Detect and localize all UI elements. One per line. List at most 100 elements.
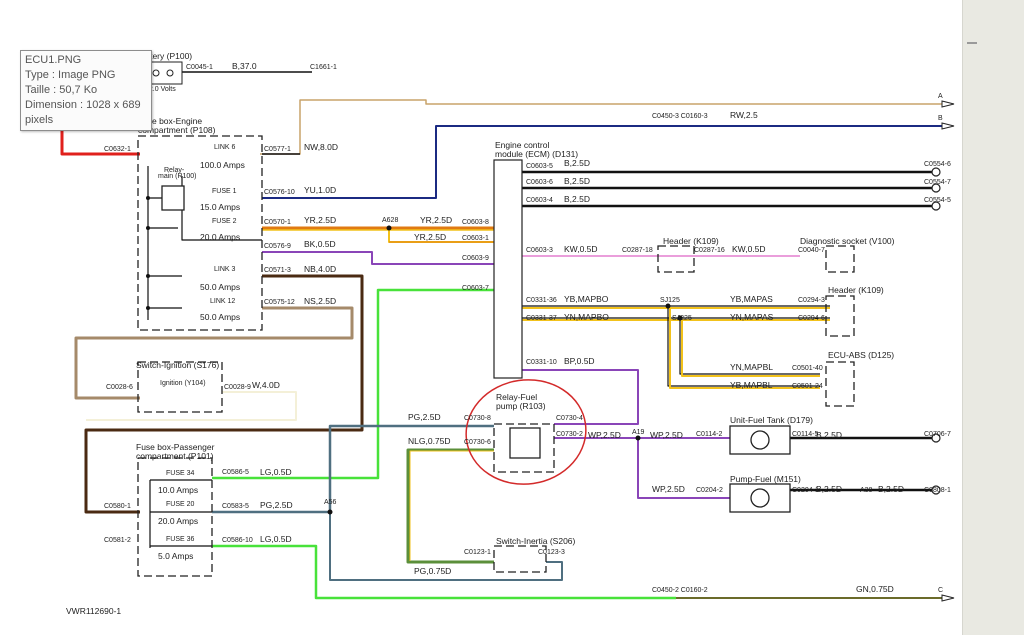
label-c0114-5: C0114-5 — [792, 431, 818, 438]
label-yn-mapbo: YN,MAPBO — [564, 312, 609, 322]
label-fuse34-a: 10.0 Amps — [158, 485, 198, 495]
label-gn-075: GN,0.75D — [856, 584, 894, 594]
label-c0603-4: C0603-4 — [526, 197, 553, 204]
label-link6-a: 100.0 Amps — [200, 160, 245, 170]
label-fuse20-a: 20.0 Amps — [158, 516, 198, 526]
wire-pg075 — [329, 512, 563, 581]
label-c0808-1: C0808-1 — [924, 487, 951, 494]
label-c0204-2: C0204-2 — [696, 487, 723, 494]
label-out-b: B — [938, 115, 943, 122]
wire-yu — [262, 125, 945, 199]
label-c0028-6: C0028-6 — [106, 384, 133, 391]
label-c0554-6: C0554-6 — [924, 161, 951, 168]
label-fuse1-a: 15.0 Amps — [200, 202, 240, 212]
label-b-25e: B,2.5D — [816, 484, 842, 494]
wire-nlg-yel — [409, 450, 494, 561]
wire-nb — [84, 274, 364, 514]
label-diag-socket: Diagnostic socket (V100) — [800, 236, 895, 246]
label-link12-a: 50.0 Amps — [200, 312, 240, 322]
label-c0554-7: C0554-7 — [924, 179, 951, 186]
label-c0586-10: C0586-10 — [222, 537, 253, 544]
label-c1661-1: C1661-1 — [310, 64, 337, 71]
label-fuse1: FUSE 1 — [212, 188, 237, 195]
wire-nlg — [406, 448, 494, 564]
label-kw-05b: KW,0.5D — [732, 244, 766, 254]
label-link12: LINK 12 — [210, 298, 235, 305]
label-c0576-10: C0576-10 — [264, 189, 295, 196]
wire-w — [86, 391, 297, 421]
label-ecm-2: module (ECM) (D131) — [495, 149, 578, 159]
label-out-c: C — [938, 587, 943, 594]
label-ignition-sub: Ignition (Y104) — [160, 380, 206, 387]
label-pg-075: PG,0.75D — [414, 566, 451, 576]
label-c0577-1: C0577-1 — [264, 146, 291, 153]
label-relay-main-2: main (R100) — [158, 173, 197, 180]
wire-red — [60, 128, 140, 156]
label-c0603-5: C0603-5 — [526, 163, 553, 170]
label-a38: A38 — [860, 487, 873, 494]
label-rw-25: RW,2.5 — [730, 110, 758, 120]
label-yr-25b: YR,2.5D — [420, 215, 452, 225]
tooltip-size: Taille : 50,7 Ko — [25, 84, 98, 96]
label-c0501-24: C0501-24 — [792, 383, 823, 390]
label-nlg-075: NLG,0.75D — [408, 436, 451, 446]
label-c0450-2-c0160-2: C0450-2 C0160-2 — [652, 587, 708, 594]
label-yn-mapbl: YN,MAPBL — [730, 362, 773, 372]
label-fuse34: FUSE 34 — [166, 470, 195, 477]
label-link3-a: 50.0 Amps — [200, 282, 240, 292]
label-a628: A628 — [382, 217, 398, 224]
tooltip-dimension-unit: pixels — [25, 114, 54, 126]
label-b-25a: B,2.5D — [564, 158, 590, 168]
label-yb-mapbl: YB,MAPBL — [730, 380, 773, 390]
label-wp-25c: WP,2.5D — [652, 484, 685, 494]
label-battery: attery (P100) — [143, 51, 192, 61]
wire-wp — [554, 437, 730, 499]
label-c0028-9: C0028-9 — [224, 384, 251, 391]
label-c0730-4: C0730-4 — [556, 415, 583, 422]
label-yb-mapas: YB,MAPAS — [730, 294, 773, 304]
label-b-25b: B,2.5D — [564, 176, 590, 186]
label-c0583-5: C0583-5 — [222, 503, 249, 510]
tooltip-dimension: Dimension : 1028 x 689 — [25, 99, 141, 111]
label-switch-ignition: Switch-Ignition (S176) — [136, 360, 219, 370]
label-fuse2: FUSE 2 — [212, 218, 237, 225]
label-yn-mapas: YN,MAPAS — [730, 312, 774, 322]
label-c0603-6: C0603-6 — [526, 179, 553, 186]
label-b-37: B,37.0 — [232, 61, 257, 71]
wire-bk — [262, 251, 494, 265]
label-c0294-3: C0294-3 — [798, 297, 825, 304]
label-fuse20: FUSE 20 — [166, 501, 195, 508]
label-c0730-8: C0730-8 — [464, 415, 491, 422]
label-c0603-7: C0603-7 — [462, 285, 489, 292]
wire-bp — [522, 369, 639, 425]
label-c0571-3: C0571-3 — [264, 267, 291, 274]
label-pg-25b: PG,2.5D — [260, 500, 293, 510]
label-link6: LINK 6 — [214, 144, 236, 151]
label-wp-25a: WP,2.5D — [588, 430, 621, 440]
label-ecm-1: Engine control — [495, 140, 549, 150]
highlight-circle — [465, 379, 587, 485]
label-c0570-1: C0570-1 — [264, 219, 291, 226]
label-nb-4: NB,4.0D — [304, 264, 336, 274]
label-battery-volts: 12.0 Volts — [145, 86, 176, 93]
label-c0114-2: C0114-2 — [696, 431, 722, 438]
label-switch-inertia: Switch-Inertia (S206) — [496, 536, 576, 546]
label-c0603-8: C0603-8 — [462, 219, 489, 226]
label-c0450-3-c0160-3: C0450-3 C0160-3 — [652, 113, 708, 120]
label-pump-fuel: Pump-Fuel (M151) — [730, 474, 801, 484]
label-fusebox-pass-1: Fuse box-Passenger — [136, 442, 215, 452]
label-yr-25c: YR,2.5D — [414, 232, 446, 242]
label-c0603-1: C0603-1 — [462, 235, 489, 242]
label-link3: LINK 3 — [214, 266, 236, 273]
label-nw-8: NW,8.0D — [304, 142, 338, 152]
label-out-a: A — [938, 93, 943, 100]
label-c0331-36: C0331-36 — [526, 297, 557, 304]
grip-icon[interactable] — [967, 42, 977, 44]
label-c0204-1: C0204-1 — [792, 487, 819, 494]
label-wp-25b: WP,2.5D — [650, 430, 683, 440]
label-yr-25: YR,2.5D — [304, 215, 336, 225]
label-yu-1: YU,1.0D — [304, 185, 336, 195]
tooltip-filename: ECU1.PNG — [25, 54, 82, 66]
wire-pg — [212, 424, 494, 514]
